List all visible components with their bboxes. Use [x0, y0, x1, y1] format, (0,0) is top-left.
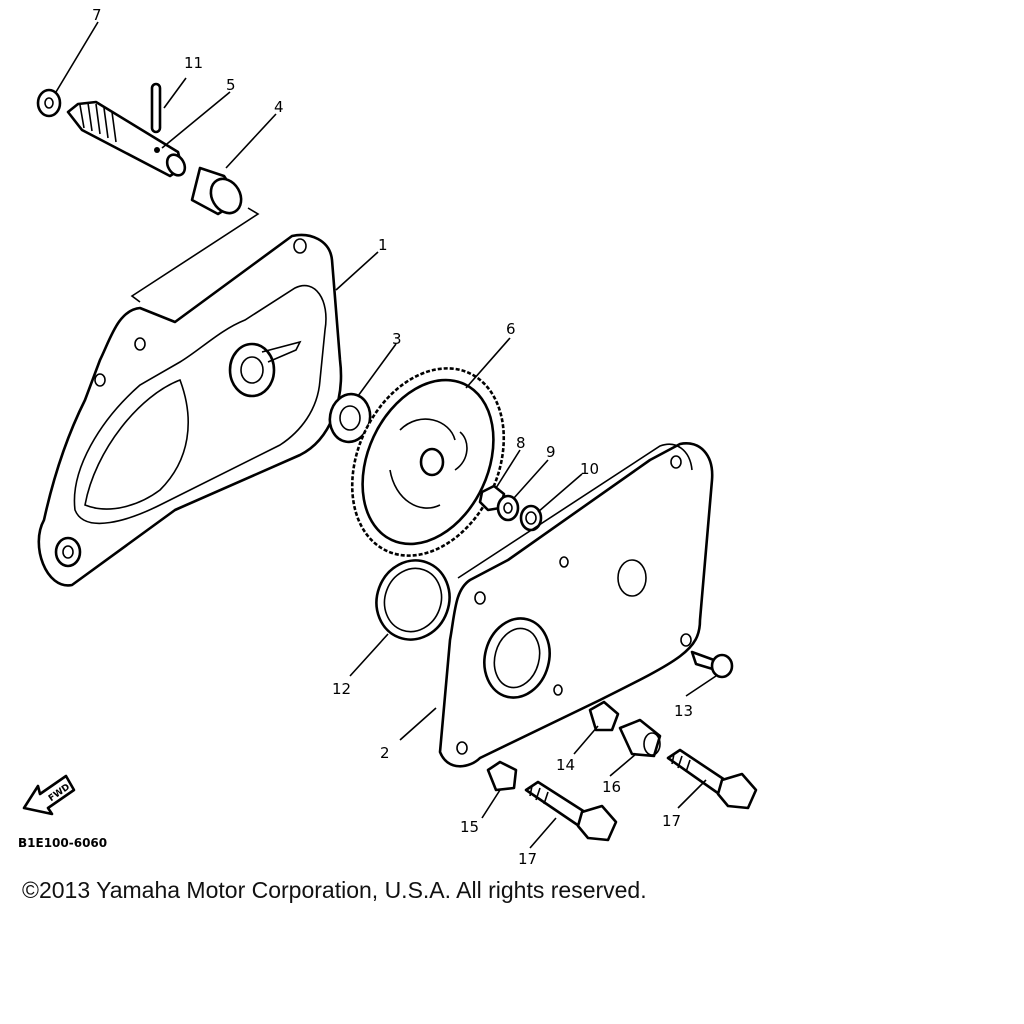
part-14-collar: [588, 700, 620, 732]
part-4-bushing: [190, 166, 243, 216]
callout-12: 12: [332, 680, 351, 698]
callout-9: 9: [546, 443, 556, 461]
part-1-case-cover: [37, 233, 343, 587]
part-7-washer: [36, 88, 62, 118]
callout-10: 10: [580, 460, 599, 478]
callout-8: 8: [516, 434, 526, 452]
part-13-bolt: [690, 650, 734, 679]
callout-14: 14: [556, 756, 575, 774]
callout-7: 7: [92, 6, 102, 24]
leader-lines: [55, 21, 717, 849]
callout-5: 5: [226, 76, 236, 94]
part-15-collar: [486, 760, 518, 792]
callout-11: 11: [184, 54, 203, 72]
part-3-oil-seal: [328, 392, 372, 444]
part-2-cover-plate: [438, 442, 714, 768]
part-16-bushing: [618, 718, 662, 758]
callout-1: 1: [378, 236, 388, 254]
copyright-notice: ©2013 Yamaha Motor Corporation, U.S.A. A…: [22, 877, 647, 903]
callout-6: 6: [506, 320, 516, 338]
diagram-code: B1E100-6060: [18, 836, 107, 850]
part-6-gear: [350, 367, 506, 557]
callout-17-right: 17: [662, 812, 681, 830]
part-11-pin: [150, 82, 162, 134]
part-12-o-ring: [375, 559, 451, 641]
callout-16: 16: [602, 778, 621, 796]
callout-3: 3: [392, 330, 402, 348]
callout-15: 15: [460, 818, 479, 836]
part-9-washer: [496, 494, 520, 522]
part-17-bolt-a: [666, 748, 758, 810]
part-5-shaft: [66, 100, 187, 178]
callout-2: 2: [380, 744, 390, 762]
assembly-line: [130, 207, 260, 303]
callout-labels: 7 11 5 4 1 3 6 8 9 10 12 2 13 14 16 15 1…: [92, 6, 693, 868]
forward-arrow-icon: FWD: [22, 774, 76, 816]
callout-13: 13: [674, 702, 693, 720]
callout-4: 4: [274, 98, 284, 116]
part-17-bolt-b: [524, 780, 618, 842]
callout-17-lower: 17: [518, 850, 537, 868]
exploded-parts-diagram: 7 11 5 4 1 3 6 8 9 10 12 2 13 14 16 15 1…: [18, 6, 758, 868]
